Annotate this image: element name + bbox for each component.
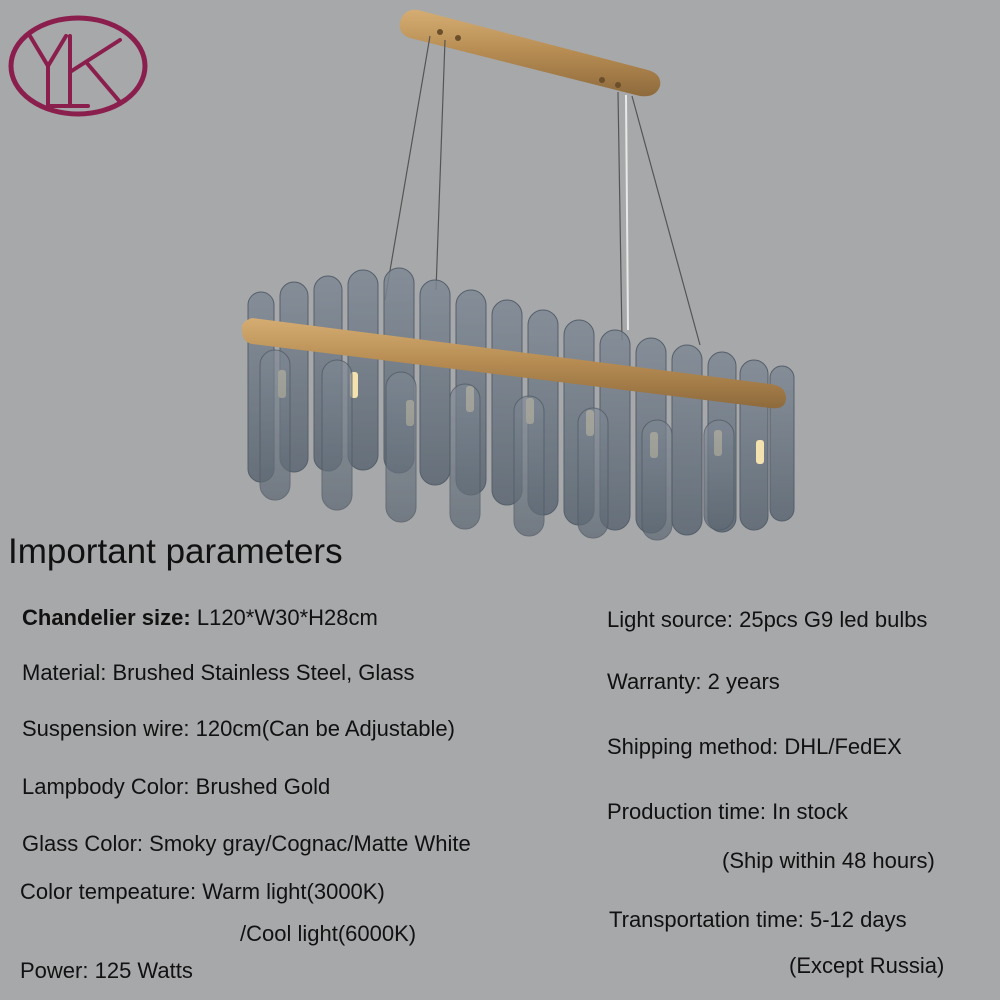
- param-warranty: Warranty: 2 years: [607, 671, 780, 693]
- param-material: Material: Brushed Stainless Steel, Glass: [22, 662, 415, 684]
- page-title: Important parameters: [8, 532, 343, 571]
- param-color-temperature-cont: /Cool light(6000K): [240, 923, 416, 945]
- param-value: 25pcs G9 led bulbs: [739, 607, 928, 632]
- param-production-time-note: (Ship within 48 hours): [722, 850, 935, 872]
- param-key: Power:: [20, 958, 89, 983]
- param-key: Color tempeature:: [20, 879, 197, 904]
- param-key: Shipping method:: [607, 734, 779, 759]
- param-light-source: Light source: 25pcs G9 led bulbs: [607, 609, 927, 631]
- param-key: Glass Color:: [22, 831, 144, 856]
- param-key: Warranty:: [607, 669, 702, 694]
- param-glass-color: Glass Color: Smoky gray/Cognac/Matte Whi…: [22, 833, 471, 855]
- param-value: (Ship within 48 hours): [722, 848, 935, 873]
- param-suspension-wire: Suspension wire: 120cm(Can be Adjustable…: [22, 718, 455, 740]
- param-value: DHL/FedEX: [784, 734, 902, 759]
- param-key: Production time:: [607, 799, 766, 824]
- param-color-temperature: Color tempeature: Warm light(3000K): [20, 881, 385, 903]
- param-value: Brushed Gold: [195, 774, 331, 799]
- param-key: Suspension wire:: [22, 716, 190, 741]
- param-value: 120cm(Can be Adjustable): [195, 716, 455, 741]
- param-key: Transportation time:: [609, 907, 804, 932]
- param-value: (Except Russia): [789, 953, 945, 978]
- param-chandelier-size: Chandelier size: L120*W30*H28cm: [22, 607, 378, 629]
- param-value: In stock: [772, 799, 848, 824]
- param-transportation-note: (Except Russia): [789, 955, 944, 977]
- param-key: Lampbody Color:: [22, 774, 190, 799]
- param-power: Power: 125 Watts: [20, 960, 193, 982]
- param-value: 5-12 days: [809, 907, 907, 932]
- param-value: 125 Watts: [94, 958, 193, 983]
- param-shipping-method: Shipping method: DHL/FedEX: [607, 736, 902, 758]
- param-value: Brushed Stainless Steel, Glass: [112, 660, 415, 685]
- brand-logo: [8, 15, 148, 117]
- param-value: 2 years: [707, 669, 780, 694]
- param-value: Warm light(3000K): [202, 879, 385, 904]
- param-transportation-time: Transportation time: 5-12 days: [609, 909, 907, 931]
- chandelier-image: [241, 9, 795, 541]
- param-production-time: Production time: In stock: [607, 801, 848, 823]
- param-value: L120*W30*H28cm: [196, 605, 378, 630]
- param-lampbody-color: Lampbody Color: Brushed Gold: [22, 776, 330, 798]
- param-value: Smoky gray/Cognac/Matte White: [149, 831, 471, 856]
- param-key: Chandelier size:: [22, 605, 191, 630]
- param-key: Light source:: [607, 607, 733, 632]
- param-value: /Cool light(6000K): [240, 921, 417, 946]
- param-key: Material:: [22, 660, 107, 685]
